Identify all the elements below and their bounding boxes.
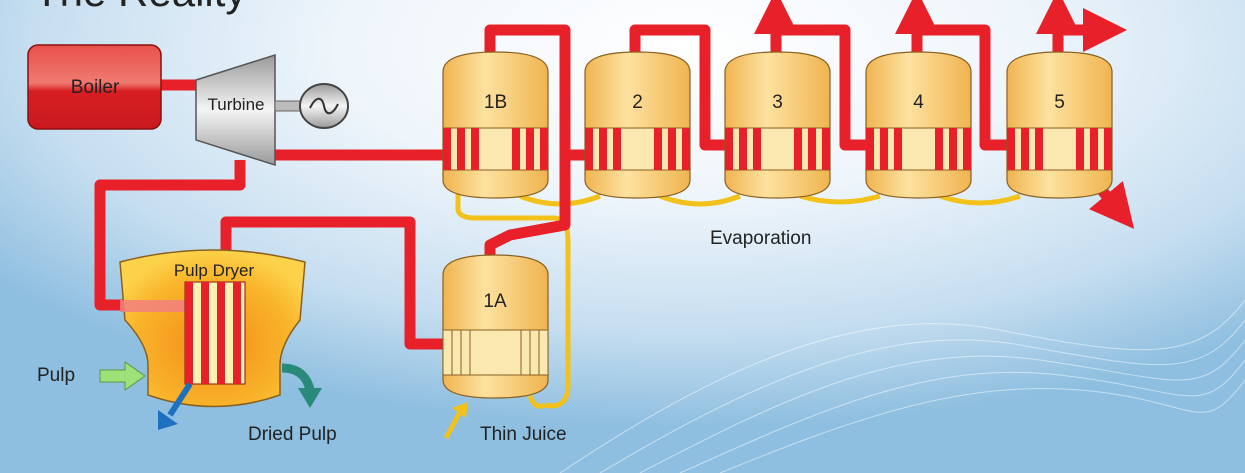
evaporator-label: 4 [913, 92, 924, 113]
evaporator-label: 3 [772, 92, 783, 113]
pulp-label: Pulp [37, 365, 75, 386]
pulp-dryer-label: Pulp Dryer [174, 261, 255, 280]
heating-tube [1090, 128, 1098, 170]
heating-tube [526, 128, 534, 170]
evaporator-label: 2 [632, 92, 643, 113]
heating-tube [866, 128, 874, 170]
heating-tube [585, 128, 593, 170]
heating-tube [599, 128, 607, 170]
thin-juice-arrow-head-icon [452, 402, 468, 418]
heating-tube [682, 128, 690, 170]
dryer-coil [184, 281, 246, 385]
heating-tube [1021, 128, 1029, 170]
evaporator-tank: 5 [1006, 51, 1113, 199]
dried-pulp-arrow-icon [281, 363, 315, 392]
heating-tube [1104, 128, 1112, 170]
heating-tube [753, 128, 761, 170]
thin-juice-label: Thin Juice [480, 424, 567, 445]
evaporation-label: Evaporation [710, 228, 811, 249]
evaporator-label: 1B [484, 92, 507, 113]
heating-tube [471, 128, 479, 170]
slide-title: The Reality [34, 0, 246, 15]
dried-pulp-label: Dried Pulp [248, 424, 337, 445]
pulp-in-arrow-icon [99, 361, 146, 391]
steam-pipes [94, 0, 1135, 350]
evaporator-tank: 2 [584, 51, 691, 199]
boiler-label: Boiler [71, 77, 120, 98]
evaporator-tanks: 1B 2 3 4 5 [442, 51, 1113, 199]
heating-tube [512, 128, 520, 170]
evaporator-1a: 1A [442, 254, 549, 399]
evaporator-1a-label: 1A [483, 291, 507, 312]
sine-wave-icon [309, 97, 339, 115]
heating-tube [1007, 128, 1015, 170]
heating-tube [894, 128, 902, 170]
heating-tube [739, 128, 747, 170]
heating-tube [668, 128, 676, 170]
turbine-label: Turbine [207, 95, 264, 114]
generator [274, 83, 349, 129]
condensate-arrow-icon [167, 382, 193, 417]
heating-tube [725, 128, 733, 170]
heating-tube [949, 128, 957, 170]
heating-tube [443, 128, 451, 170]
heating-tube [457, 128, 465, 170]
heating-tube [822, 128, 830, 170]
heating-tube [880, 128, 888, 170]
turbine: Turbine [195, 53, 276, 167]
heating-tube [613, 128, 621, 170]
evaporator-label: 5 [1054, 92, 1065, 113]
pulp-dryer: Pulp Dryer [119, 249, 306, 408]
thin-juice-arrow-icon [443, 410, 463, 440]
heating-tube [794, 128, 802, 170]
heating-tube [963, 128, 971, 170]
dried-pulp-arrow-head-icon [298, 388, 322, 408]
evaporator-tank: 3 [724, 51, 831, 199]
heating-tube [808, 128, 816, 170]
boiler: Boiler [27, 44, 162, 130]
evaporator-tank: 4 [865, 51, 972, 199]
heating-tube [540, 128, 548, 170]
background-waves [559, 299, 1245, 473]
heating-tube [654, 128, 662, 170]
heating-tube [1035, 128, 1043, 170]
evaporator-tank: 1B [442, 51, 549, 199]
condensate-arrow-head-icon [158, 410, 178, 430]
heating-tube [1076, 128, 1084, 170]
heating-tube [935, 128, 943, 170]
